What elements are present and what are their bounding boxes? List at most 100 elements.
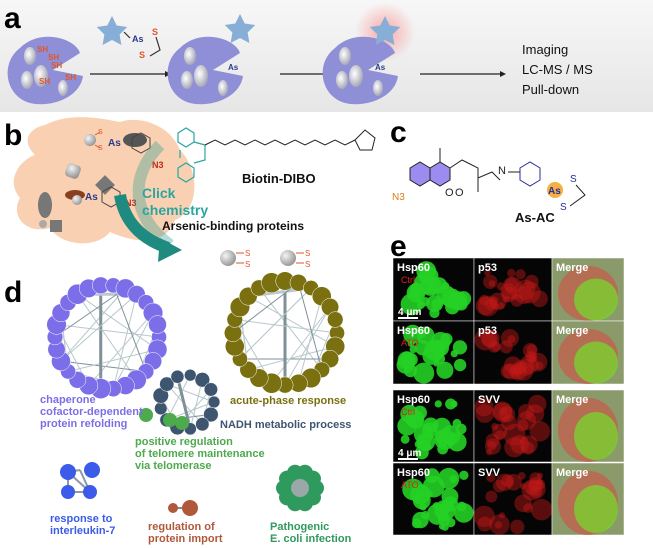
result-label: Arsenic-binding proteins xyxy=(162,219,304,233)
network-node xyxy=(159,376,175,392)
network-edge xyxy=(258,287,323,371)
compound-label: As-AC xyxy=(515,210,555,225)
arsenic-label: As xyxy=(108,138,121,149)
bound-protein: S S xyxy=(220,249,250,269)
cluster-label: regulation of xyxy=(148,521,215,533)
azide-label: N3 xyxy=(152,160,164,170)
azide-label: N3 xyxy=(392,192,405,203)
azide-label: N3 xyxy=(125,198,137,208)
panel-c: c O O N As S S N3 As-AC xyxy=(390,116,586,225)
channel-label: Merge xyxy=(556,262,588,274)
network-edge xyxy=(60,293,137,362)
sulfur-label: S xyxy=(245,260,250,269)
svg-text:O: O xyxy=(455,187,464,199)
panel-e-label: e xyxy=(390,230,407,263)
panel-a-label: a xyxy=(4,2,21,35)
channel-label: SVV xyxy=(478,394,501,406)
condition-label: ATO xyxy=(401,480,419,490)
protein-reduced: SH SH SH SH SH xyxy=(7,36,83,105)
thiol-label: SH xyxy=(48,53,59,62)
network-node xyxy=(207,395,221,409)
arsenic-highlight xyxy=(547,182,563,198)
network-node xyxy=(195,417,210,432)
network-acute-phase xyxy=(224,271,346,394)
network-edge xyxy=(234,319,338,334)
network-edge xyxy=(54,287,126,338)
scale-bar-label: 4 μm xyxy=(398,307,421,318)
network-edge xyxy=(166,383,215,403)
network-edge xyxy=(166,374,191,421)
dibo-structure xyxy=(177,127,206,183)
network-node xyxy=(84,462,100,478)
click-label: chemistry xyxy=(142,202,208,218)
condition-label: Ctrl xyxy=(401,275,415,285)
arsenic-label: As xyxy=(228,63,239,72)
click-label: Click xyxy=(142,185,176,201)
cluster-label: response to xyxy=(50,513,113,525)
network-edge xyxy=(232,282,299,334)
channel-label: Merge xyxy=(556,467,588,479)
network-node xyxy=(154,401,168,416)
micrograph-hsp60: Hsp60 xyxy=(392,462,475,536)
channel-label: p53 xyxy=(478,325,497,337)
arsenic-label: As xyxy=(548,186,561,197)
panel-d: d chaperone cofactor-dependent protein r… xyxy=(4,271,352,545)
sulfur-label: S xyxy=(305,249,310,258)
network-edge xyxy=(239,287,312,360)
cluster-label: E. coli infection xyxy=(270,533,352,545)
network-node xyxy=(194,372,211,388)
micrograph-p53: p53 xyxy=(473,257,553,322)
panel-d-label: d xyxy=(4,276,22,309)
cluster-label: cofactor-dependent xyxy=(40,406,143,418)
cluster-label: chaperone xyxy=(40,394,96,406)
network-node xyxy=(203,406,219,423)
cluster-label: protein import xyxy=(148,533,223,545)
panel-a-background xyxy=(0,0,653,112)
readout-lcms: LC-MS / MS xyxy=(522,62,593,77)
channel-label: Hsp60 xyxy=(397,394,430,406)
panel-a: a SH SH SH SH SH As S S As xyxy=(0,0,653,112)
sulfur-label: S xyxy=(139,50,145,60)
linker-chain xyxy=(204,139,356,146)
network-node xyxy=(203,382,218,397)
cluster-label: interleukin-7 xyxy=(50,525,115,537)
network-edge xyxy=(77,293,158,350)
micrograph-hsp60: Hsp60 xyxy=(392,257,475,322)
svg-text:N: N xyxy=(498,165,506,177)
network-node xyxy=(304,470,321,487)
thiol-label: SH xyxy=(51,61,62,70)
arsenic-label: As xyxy=(132,34,144,44)
arsenic-label: As xyxy=(85,192,98,203)
micrograph-p53: p53 xyxy=(473,320,553,385)
channel-label: Hsp60 xyxy=(397,325,430,337)
network-node xyxy=(139,408,153,422)
reagent-label: Biotin-DIBO xyxy=(242,171,316,186)
sulfur-label: S xyxy=(570,174,577,185)
thiol-label: SH xyxy=(37,45,48,54)
network-node xyxy=(60,464,76,480)
sulfur-label: S xyxy=(305,260,310,269)
network-node xyxy=(83,485,97,499)
network-node xyxy=(184,368,197,382)
micrograph-hsp60: Hsp60 xyxy=(392,389,475,463)
condition-label: ATO xyxy=(401,338,419,348)
cluster-label: positive regulation xyxy=(135,436,233,448)
bound-protein: S S xyxy=(280,249,310,269)
sulfur-label: S xyxy=(560,202,567,213)
network-edge xyxy=(112,285,147,372)
sulfur-label: S xyxy=(152,27,158,37)
svg-text:O: O xyxy=(445,187,454,199)
channel-label: Hsp60 xyxy=(397,467,430,479)
network-edge xyxy=(67,348,158,372)
channel-label: p53 xyxy=(478,262,497,274)
network-node xyxy=(163,413,177,427)
sulfur-label: S xyxy=(245,249,250,258)
network-node xyxy=(175,416,189,430)
micrograph-merge: Merge xyxy=(551,257,625,322)
scale-bar-label: 4 μm xyxy=(398,448,421,459)
micrograph-svv: SVV xyxy=(473,462,553,536)
panel-c-label: c xyxy=(390,116,407,149)
network-edge xyxy=(248,345,336,371)
micrograph-hsp60: Hsp60 xyxy=(392,320,475,385)
